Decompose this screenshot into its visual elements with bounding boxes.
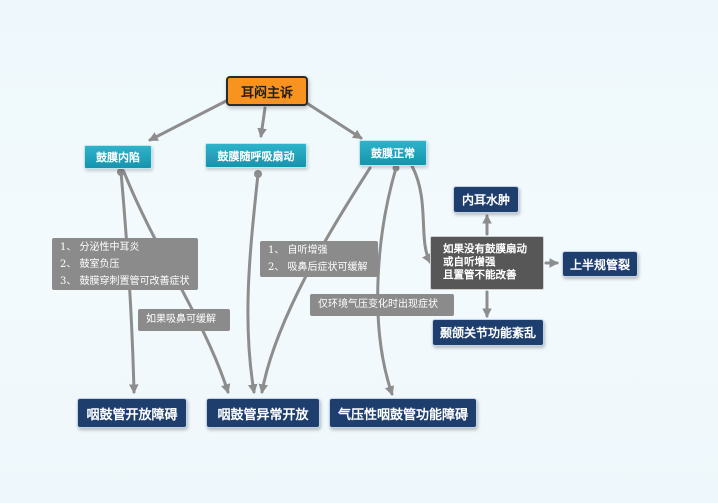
- arrow-root-to-retracted: [148, 98, 230, 142]
- note-line: 如果吸鼻可缓解: [146, 314, 216, 325]
- decision-box: 如果没有鼓膜扇动 或自听增强 且置管不能改善: [430, 236, 544, 290]
- decision-line: 且置管不能改善: [443, 269, 517, 281]
- node-tympanic-retracted: 鼓膜内陷: [84, 145, 152, 169]
- note-line: 1、 分泌性中耳炎: [60, 242, 140, 253]
- node-tympanic-fluttering: 鼓膜随呼吸扇动: [205, 143, 307, 168]
- connector-dot: [117, 168, 125, 176]
- note-line: 1、 自听增强: [268, 245, 328, 256]
- arrow-root-to-fluttering: [257, 106, 267, 138]
- decision-line: 如果没有鼓膜扇动: [443, 243, 527, 255]
- note-line: 仅环境气压变化时出现症状: [318, 299, 438, 310]
- arrow-fluttering-to-patulous: [246, 172, 260, 394]
- outcome-tmj-disorder: 颞颌关节功能紊乱: [432, 319, 544, 346]
- outcome-canal-dehiscence: 上半规管裂: [562, 251, 638, 277]
- note-line: 2、 鼓室负压: [60, 259, 120, 270]
- outcome-obstructive-dysfunction: 咽鼓管开放障碍: [77, 398, 187, 428]
- arrow-normal-to-decision: [410, 164, 432, 264]
- note-line: 3、 鼓膜穿刺置管可改善症状: [60, 276, 190, 287]
- arrow-normal-to-baro: [376, 166, 398, 396]
- outcome-patulous-tube: 咽鼓管异常开放: [206, 398, 320, 428]
- root-node-ear-fullness: 耳闷主诉: [226, 76, 308, 106]
- outcome-baro-dysfunction: 气压性咽鼓管功能障碍: [329, 398, 477, 428]
- arrow-normal-to-patulous: [258, 166, 372, 394]
- node-tympanic-normal: 鼓膜正常: [359, 140, 427, 166]
- connector-dot: [392, 164, 400, 172]
- note-pressure-only: 仅环境气压变化时出现症状: [310, 294, 454, 316]
- note-retracted-causes: 1、 分泌性中耳炎 2、 鼓室负压 3、 鼓膜穿刺置管可改善症状: [52, 238, 198, 290]
- arrow-root-to-normal: [303, 100, 363, 140]
- note-patulous-signs: 1、 自听增强 2、 吸鼻后症状可缓解: [260, 241, 378, 277]
- note-sniff-relief: 如果吸鼻可缓解: [138, 309, 230, 331]
- decision-line: 或自听增强: [443, 256, 496, 268]
- outcome-inner-ear-hydrops: 内耳水肿: [453, 186, 519, 213]
- connector-dot: [254, 170, 262, 178]
- note-line: 2、 吸鼻后症状可缓解: [268, 262, 368, 273]
